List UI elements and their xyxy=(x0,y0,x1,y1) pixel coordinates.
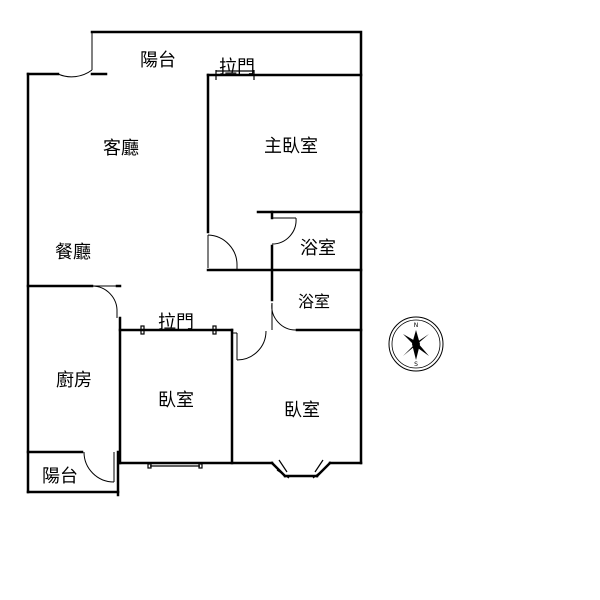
label-bedroom-1: 臥室 xyxy=(158,390,194,411)
label-sliding-door-mid: 拉門 xyxy=(158,312,194,333)
interior-walls xyxy=(26,73,363,465)
label-sliding-door-top: 拉門 xyxy=(219,57,255,78)
compass-icon: N S xyxy=(388,316,444,372)
label-living-room: 客廳 xyxy=(103,138,139,159)
label-dining-room: 餐廳 xyxy=(55,242,91,263)
label-kitchen: 廚房 xyxy=(56,369,92,391)
outer-walls xyxy=(26,30,363,497)
bay-window xyxy=(270,459,332,479)
label-bathroom-1: 浴室 xyxy=(300,238,336,259)
sliding-door-markers xyxy=(140,70,255,335)
doors xyxy=(57,32,298,483)
window-marks xyxy=(147,463,203,469)
compass-north-label: N xyxy=(414,322,419,329)
label-bathroom-2: 浴室 xyxy=(298,292,330,311)
label-balcony-bottom: 陽台 xyxy=(42,466,78,487)
label-master-bedroom: 主臥室 xyxy=(264,136,318,157)
label-bedroom-2: 臥室 xyxy=(284,400,320,421)
label-balcony-top: 陽台 xyxy=(140,50,176,71)
compass-south-label: S xyxy=(414,361,418,368)
